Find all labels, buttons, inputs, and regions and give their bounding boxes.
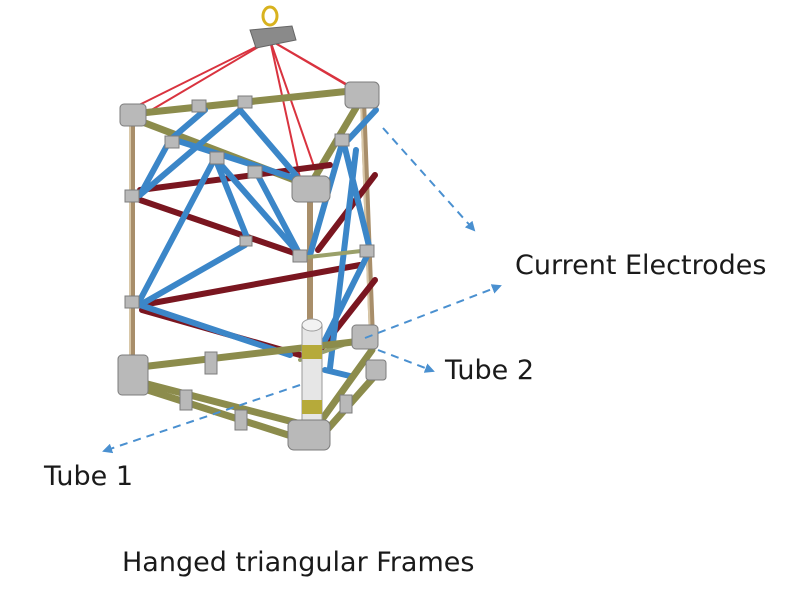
annotation-arrows [102,127,502,454]
bottom-frame [128,336,384,446]
tube1-label: Tube 1 [44,461,134,492]
blue-braces [137,107,379,379]
diagram-caption: Hanged triangular Frames [122,547,475,578]
frame-posts-shade [129,99,371,375]
frame-connectors [117,81,387,451]
arrow-tube1 [102,384,301,454]
maroon-braces [137,162,378,358]
arrow-current-electrodes-lower [364,284,502,339]
arrow-tube2 [377,349,435,373]
tube2-label: Tube 2 [445,355,535,386]
current-electrodes-label: Current Electrodes [515,250,767,281]
hanging-hook [249,5,297,49]
hanging-ropes [132,39,373,179]
arrow-current-electrodes-upper [382,127,476,232]
